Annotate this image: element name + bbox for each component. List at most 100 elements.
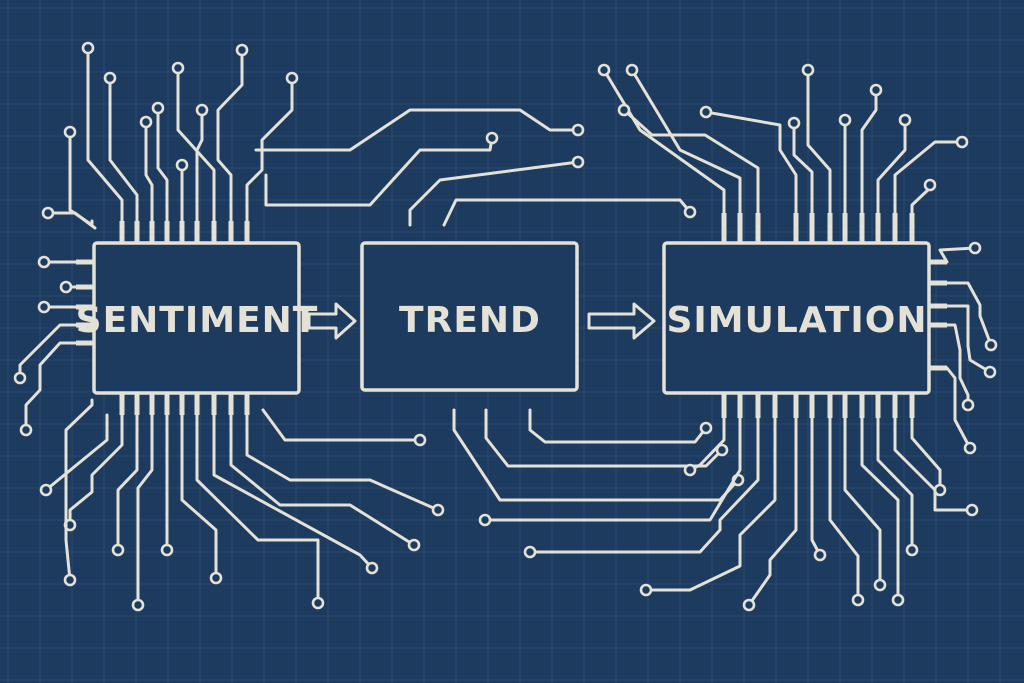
chip-pin	[179, 221, 185, 243]
simulation-label: SIMULATION	[666, 300, 927, 341]
trend-chip	[360, 241, 579, 392]
chip-pin	[909, 393, 915, 418]
chip-pin	[737, 393, 743, 418]
circuit-trace	[195, 108, 204, 223]
circuit-trace	[46, 211, 97, 230]
chip-pin	[909, 213, 915, 243]
chip-pin	[76, 259, 94, 265]
trace-pad	[523, 545, 537, 559]
circuit-trace	[212, 413, 374, 570]
trace-pad	[59, 280, 73, 294]
chip-pin	[721, 393, 727, 418]
circuit-trace	[945, 304, 992, 374]
circuit-trace	[44, 413, 109, 492]
chip-pin	[793, 213, 799, 243]
chip-pin	[772, 393, 778, 418]
circuit-trace	[136, 413, 154, 607]
circuit-trace	[180, 413, 218, 580]
chip-pin	[76, 322, 94, 328]
sentiment-chip	[92, 241, 301, 395]
trace-pad	[103, 71, 117, 85]
trace-pad	[961, 398, 975, 412]
chip-pin	[875, 393, 881, 418]
trace-pad	[597, 63, 611, 77]
sentiment-to-trend-arrow	[307, 302, 357, 340]
trace-pad	[891, 593, 905, 607]
chip-pin	[929, 259, 947, 265]
circuit-trace	[945, 323, 970, 407]
trace-pad	[431, 503, 445, 517]
circuit-trace	[64, 398, 94, 582]
trace-pad	[39, 483, 53, 497]
circuit-trace	[893, 140, 964, 215]
trace-pad	[715, 443, 729, 457]
trace-pad	[571, 155, 585, 169]
trace-pad	[617, 103, 631, 117]
trace-pad	[235, 43, 249, 57]
trace-pad	[851, 593, 865, 607]
chip-pin	[211, 393, 217, 415]
chip-pin	[809, 213, 815, 243]
chip-pin	[179, 393, 185, 415]
circuit-trace	[747, 416, 798, 607]
circuit-trace	[484, 408, 724, 468]
trace-pad	[742, 598, 756, 612]
simulation-chip	[662, 241, 931, 395]
trace-pad	[478, 513, 492, 527]
chip-pin	[892, 213, 898, 243]
trace-pad	[813, 548, 827, 562]
trend-label: TREND	[399, 300, 541, 341]
chip-pin	[76, 340, 94, 346]
circuit-trace	[195, 413, 320, 605]
trace-pad	[485, 131, 499, 145]
circuit-trace	[876, 416, 914, 552]
trace-pad	[37, 255, 51, 269]
circuit-trace	[264, 136, 494, 207]
chip-pin	[755, 213, 761, 243]
circuit-trace	[910, 416, 942, 492]
circuit-trace	[261, 408, 422, 442]
chip-pins	[76, 213, 947, 418]
circuit-trace	[245, 76, 294, 223]
circuit-trace	[254, 108, 580, 152]
chip-pin	[842, 213, 848, 243]
trace-pad	[683, 463, 697, 477]
trace-pad	[171, 61, 185, 75]
chip-pin	[859, 213, 865, 243]
trace-pad	[311, 596, 325, 610]
trace-pad	[131, 598, 145, 612]
circuit-trace	[630, 68, 742, 215]
trace-pad	[968, 241, 982, 255]
circuit-trace	[810, 416, 822, 557]
circuit-trace	[644, 416, 777, 592]
trace-pad	[683, 205, 697, 219]
circuit-trace	[176, 66, 216, 223]
trace-pad	[285, 71, 299, 85]
circuit-trace	[86, 46, 124, 223]
trace-pad	[365, 561, 379, 575]
trace-pad	[37, 300, 51, 314]
trace-pad	[923, 178, 937, 192]
chip-pin	[194, 393, 200, 415]
circuit-traces	[13, 41, 998, 612]
chip-pin	[149, 221, 155, 243]
circuit-trace	[442, 198, 692, 227]
trace-pad	[407, 538, 421, 552]
chip-pin	[244, 393, 250, 415]
trace-pad	[838, 113, 852, 127]
circuit-trace	[528, 416, 760, 554]
chip-pin	[164, 221, 170, 243]
chip-pin	[875, 213, 881, 243]
chip-pin	[134, 393, 140, 415]
trace-pad	[965, 503, 979, 517]
circuit-trace	[602, 68, 726, 215]
chip-pin	[929, 365, 947, 371]
trace-pad	[413, 433, 427, 447]
trace-pad	[81, 41, 95, 55]
trace-pad	[209, 571, 223, 585]
chip-pin	[929, 280, 947, 286]
circuit-trace	[876, 118, 907, 215]
trace-pad	[963, 441, 977, 455]
circuit-trace	[156, 106, 169, 223]
